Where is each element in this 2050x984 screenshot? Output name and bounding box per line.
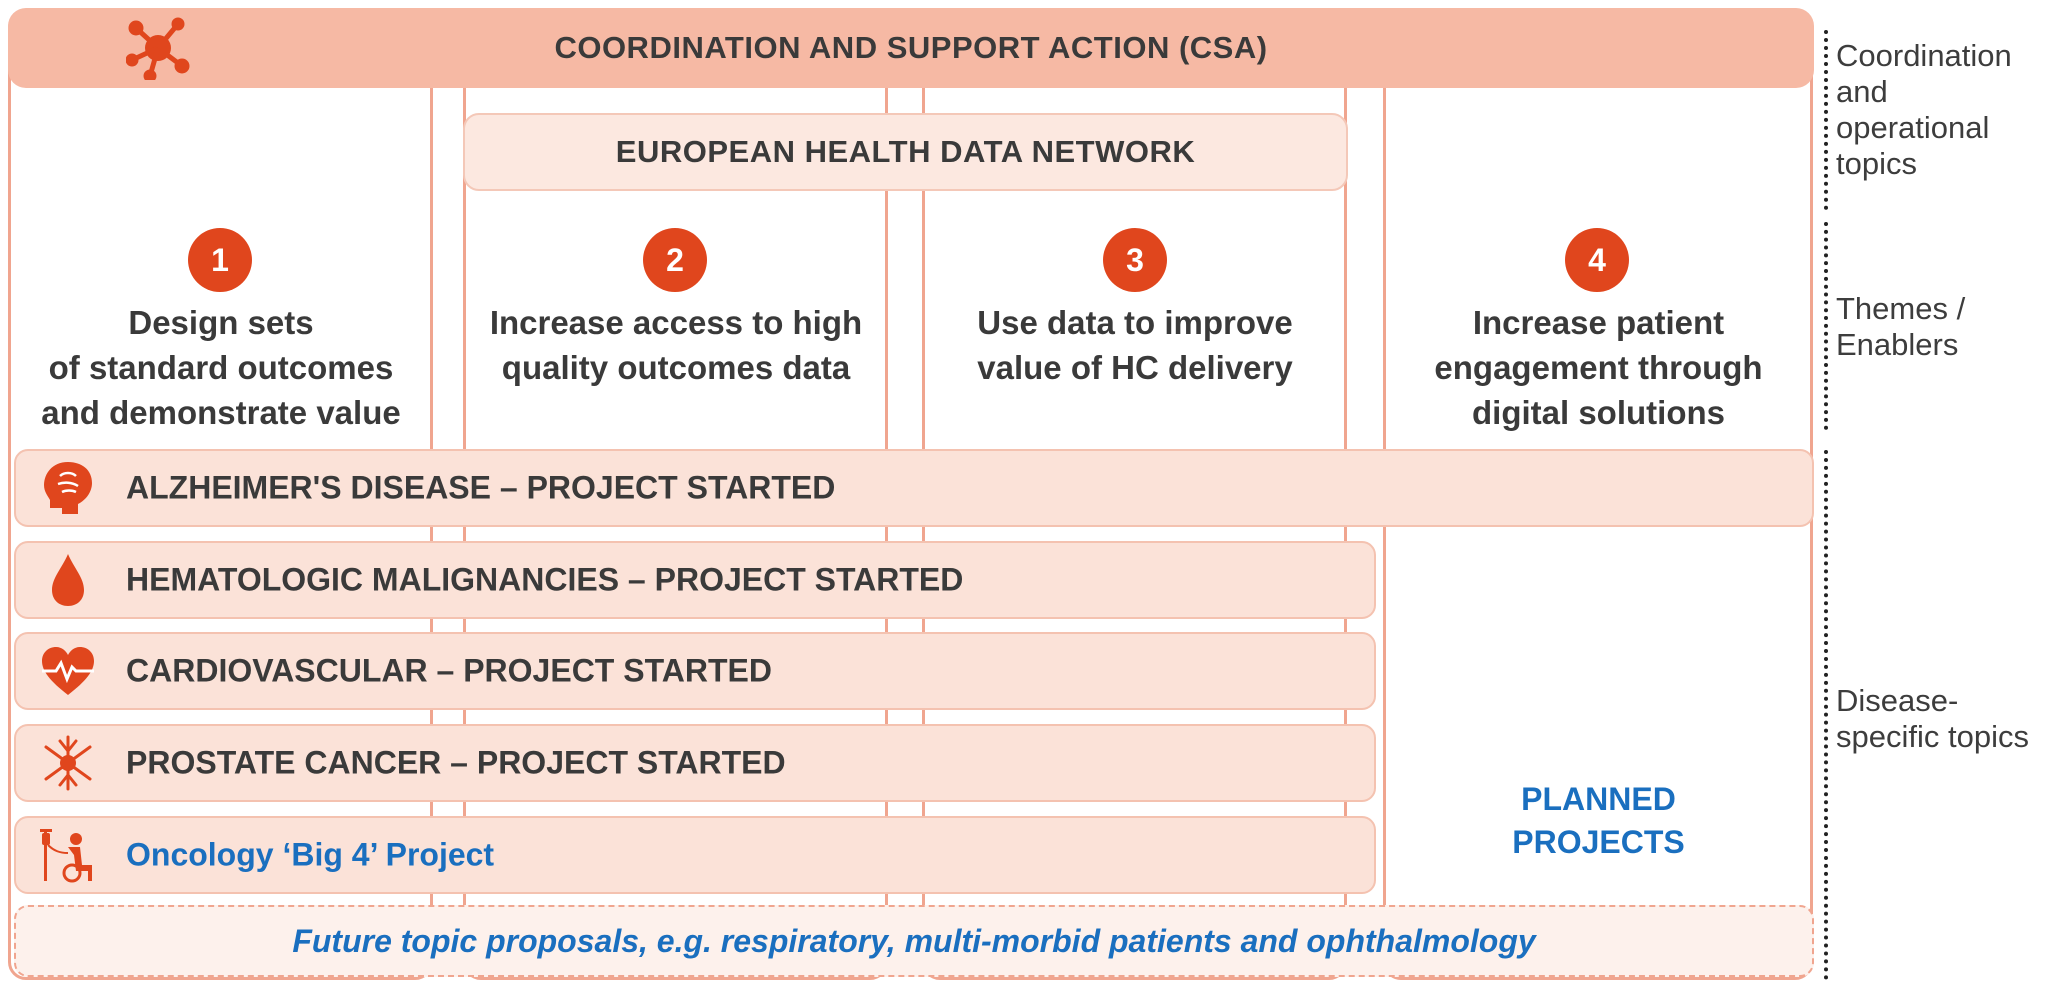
csa-title: COORDINATION AND SUPPORT ACTION (CSA) — [554, 30, 1268, 65]
disease-row-prostate: PROSTATE CANCER – PROJECT STARTED — [14, 724, 1376, 802]
theme-4-label: Increase patient engagement through digi… — [1434, 304, 1763, 431]
brain-head-icon — [44, 462, 92, 514]
disease-label-prostate: PROSTATE CANCER – PROJECT STARTED — [126, 744, 786, 781]
side-label-disease: Disease- specific topics — [1836, 683, 2029, 754]
side-divider-disease — [1824, 450, 1828, 980]
disease-row-oncology-big4: Oncology ‘Big 4’ Project — [14, 816, 1376, 894]
future-topics-text: Future topic proposals, e.g. respiratory… — [292, 922, 1536, 959]
disease-label-alzheimers: ALZHEIMER'S DISEASE – PROJECT STARTED — [126, 469, 836, 506]
theme-4-badge: 4 — [1565, 228, 1629, 292]
side-divider-coordination — [1824, 30, 1828, 210]
disease-label-hematologic: HEMATOLOGIC MALIGNANCIES – PROJECT START… — [126, 561, 964, 598]
disease-label-oncology-big4: Oncology ‘Big 4’ Project — [126, 836, 495, 873]
disease-row-alzheimers: ALZHEIMER'S DISEASE – PROJECT STARTED — [14, 449, 1814, 527]
disease-row-cardiovascular: CARDIOVASCULAR – PROJECT STARTED — [14, 632, 1376, 710]
side-label-themes: Themes / Enablers — [1836, 291, 1966, 362]
disease-label-cardiovascular: CARDIOVASCULAR – PROJECT STARTED — [126, 652, 772, 689]
ehdn-title: EUROPEAN HEALTH DATA NETWORK — [615, 134, 1196, 169]
ehdn-band: EUROPEAN HEALTH DATA NETWORK — [463, 113, 1348, 191]
cell-icon — [44, 735, 92, 791]
side-divider-themes — [1824, 222, 1828, 430]
theme-1-label: Design sets of standard outcomes and dem… — [41, 304, 401, 431]
blood-drop-icon — [52, 554, 84, 606]
theme-3-badge: 3 — [1103, 228, 1167, 292]
theme-2-label: Increase access to high quality outcomes… — [489, 304, 863, 386]
theme-3-label: Use data to improve value of HC delivery — [977, 304, 1293, 386]
network-hub-icon — [126, 17, 190, 80]
theme-1-badge: 1 — [188, 228, 252, 292]
heart-icon — [42, 647, 94, 695]
theme-2-badge: 2 — [643, 228, 707, 292]
disease-row-hematologic: HEMATOLOGIC MALIGNANCIES – PROJECT START… — [14, 541, 1376, 619]
side-label-coordination: Coordination and operational topics — [1836, 38, 2012, 181]
planned-projects-label: PLANNED PROJECTS — [1512, 781, 1685, 860]
csa-band: COORDINATION AND SUPPORT ACTION (CSA) — [8, 8, 1814, 88]
patient-iv-icon — [40, 829, 92, 883]
future-topics-band: Future topic proposals, e.g. respiratory… — [14, 905, 1814, 977]
